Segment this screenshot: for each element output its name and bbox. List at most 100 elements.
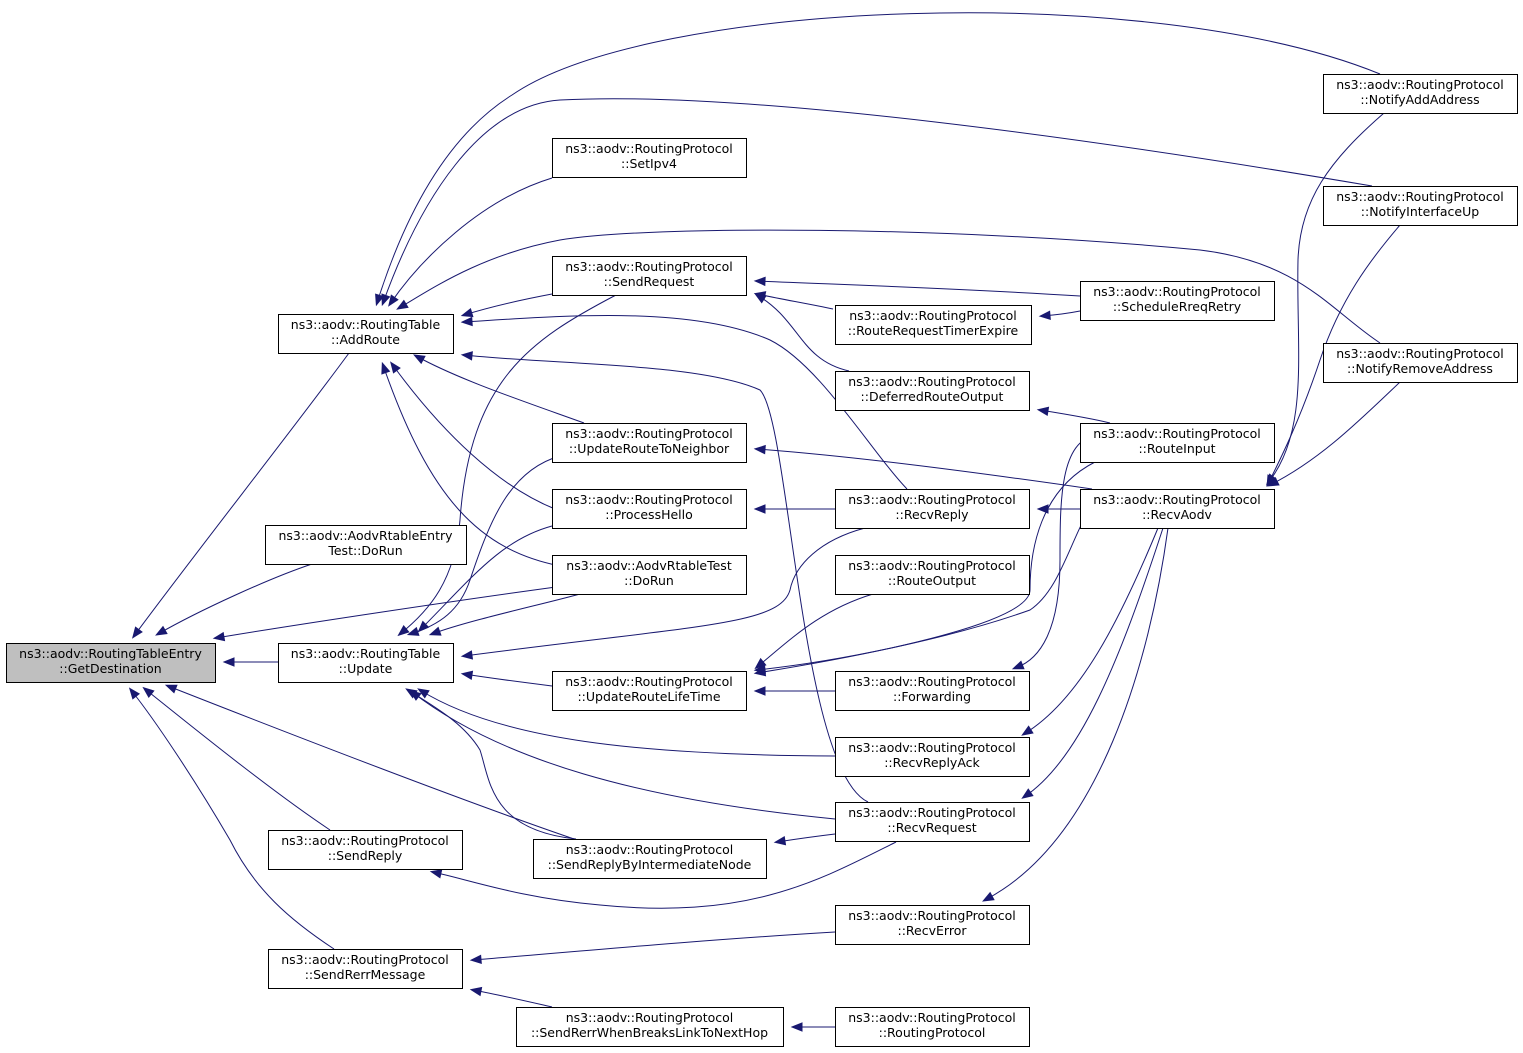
node-label-line: ns3::aodv::RoutingProtocol	[848, 908, 1016, 923]
node-label-line: ::SendRequest	[604, 274, 695, 289]
node-recv-reply-ack[interactable]: ns3::aodv::RoutingProtocol::RecvReplyAck	[835, 737, 1030, 777]
edge-send-reply-intermediate-to-get-destination-arrowhead	[164, 684, 178, 694]
node-update-route-to-neighbor[interactable]: ns3::aodv::RoutingProtocol::UpdateRouteT…	[552, 423, 747, 463]
node-send-reply-intermediate[interactable]: ns3::aodv::RoutingProtocol::SendReplyByI…	[533, 839, 767, 879]
node-box[interactable]	[533, 839, 767, 879]
node-box[interactable]	[1323, 186, 1518, 226]
node-recv-aodv[interactable]: ns3::aodv::RoutingProtocol::RecvAodv	[1080, 489, 1275, 529]
edge-rtable-test-dorun-to-add-route	[382, 364, 561, 567]
edge-notify-remove-address-to-recv-aodv-arrowhead	[1267, 476, 1280, 487]
edge-recv-reply-to-add-route	[463, 315, 908, 490]
node-box[interactable]	[552, 423, 747, 463]
node-box[interactable]	[268, 949, 463, 989]
node-rtable-test-dorun[interactable]: ns3::aodv::AodvRtableTest::DoRun	[552, 555, 747, 595]
node-label-line: ::NotifyAddAddress	[1360, 92, 1479, 107]
node-recv-request[interactable]: ns3::aodv::RoutingProtocol::RecvRequest	[835, 802, 1030, 842]
edge-update-route-to-neighbor-to-update-arrowhead	[406, 626, 420, 636]
node-update-route-lifetime[interactable]: ns3::aodv::RoutingProtocol::UpdateRouteL…	[552, 671, 747, 711]
node-label-line: ::DoRun	[624, 573, 674, 588]
node-box[interactable]	[278, 643, 454, 683]
node-notify-add-address[interactable]: ns3::aodv::RoutingProtocol::NotifyAddAdd…	[1323, 74, 1518, 114]
node-route-request-timer-expire[interactable]: ns3::aodv::RoutingProtocol::RouteRequest…	[835, 305, 1032, 345]
node-box[interactable]	[552, 555, 747, 595]
node-box[interactable]	[1080, 281, 1275, 321]
node-box[interactable]	[1323, 343, 1518, 383]
edge-recv-reply-to-add-route-arrowhead	[460, 316, 473, 327]
node-label-line: ns3::aodv::RoutingProtocol	[281, 952, 449, 967]
node-route-output[interactable]: ns3::aodv::RoutingProtocol::RouteOutput	[835, 555, 1030, 595]
edge-route-output-to-update-route-lifetime-arrowhead	[754, 657, 767, 670]
node-label-line: ::SetIpv4	[621, 156, 677, 171]
node-box[interactable]	[268, 830, 463, 870]
node-box[interactable]	[1080, 423, 1275, 463]
edge-rtable-test-dorun-to-get-destination	[215, 586, 557, 639]
node-box[interactable]	[552, 138, 747, 178]
node-box[interactable]	[835, 802, 1030, 842]
node-box[interactable]	[835, 371, 1030, 411]
edge-recv-aodv-to-recv-error	[984, 527, 1169, 901]
node-schedule-rreq-retry[interactable]: ns3::aodv::RoutingProtocol::ScheduleRreq…	[1080, 281, 1275, 321]
node-process-hello[interactable]: ns3::aodv::RoutingProtocol::ProcessHello	[552, 489, 747, 529]
node-forwarding[interactable]: ns3::aodv::RoutingProtocol::Forwarding	[835, 671, 1030, 711]
node-box[interactable]	[6, 643, 216, 683]
edge-layer	[128, 12, 1401, 1032]
node-label-line: ::NotifyRemoveAddress	[1347, 361, 1493, 376]
edge-notify-interface-up-to-recv-aodv	[1267, 224, 1401, 485]
node-box[interactable]	[1080, 489, 1275, 529]
edge-entry-test-dorun-to-get-destination-arrowhead	[155, 625, 168, 636]
node-box[interactable]	[835, 489, 1030, 529]
node-box[interactable]	[1323, 74, 1518, 114]
node-label-line: ::UpdateRouteLifeTime	[577, 689, 720, 704]
node-send-request[interactable]: ns3::aodv::RoutingProtocol::SendRequest	[552, 256, 747, 296]
edge-recv-request-to-send-reply-intermediate	[776, 833, 836, 843]
node-notify-interface-up[interactable]: ns3::aodv::RoutingProtocol::NotifyInterf…	[1323, 186, 1518, 226]
edge-send-request-to-update	[399, 294, 617, 635]
node-box[interactable]	[265, 525, 467, 565]
node-box[interactable]	[552, 489, 747, 529]
node-box[interactable]	[278, 314, 454, 354]
edge-update-to-get-destination-arrowhead	[222, 657, 235, 667]
node-box[interactable]	[835, 737, 1030, 777]
node-label-line: ::Forwarding	[893, 689, 971, 704]
edge-route-input-to-forwarding	[1014, 434, 1098, 669]
edge-recv-error-to-send-rerr-message-arrowhead	[469, 954, 482, 965]
node-label-line: ::GetDestination	[59, 661, 161, 676]
node-recv-error[interactable]: ns3::aodv::RoutingProtocol::RecvError	[835, 905, 1030, 945]
node-notify-remove-address[interactable]: ns3::aodv::RoutingProtocol::NotifyRemove…	[1323, 343, 1518, 383]
node-send-reply[interactable]: ns3::aodv::RoutingProtocol::SendReply	[268, 830, 463, 870]
node-box[interactable]	[516, 1007, 784, 1047]
node-box[interactable]	[835, 671, 1030, 711]
node-label-line: ns3::aodv::RoutingProtocol	[848, 805, 1016, 820]
node-send-rerr-breaks[interactable]: ns3::aodv::RoutingProtocol::SendRerrWhen…	[516, 1007, 784, 1047]
node-box[interactable]	[552, 256, 747, 296]
edge-route-output-to-update-route-lifetime	[756, 593, 874, 668]
node-label-line: ns3::aodv::AodvRtableTest	[566, 558, 732, 573]
node-routing-protocol[interactable]: ns3::aodv::RoutingProtocol::RoutingProto…	[835, 1007, 1030, 1047]
edge-rtable-test-dorun-to-add-route-arrowhead	[381, 361, 391, 375]
node-route-input[interactable]: ns3::aodv::RoutingProtocol::RouteInput	[1080, 423, 1275, 463]
edge-recv-reply-ack-to-update-arrowhead	[417, 688, 430, 699]
node-box[interactable]	[835, 305, 1032, 345]
node-get-destination[interactable]: ns3::aodv::RoutingTableEntry::GetDestina…	[6, 643, 216, 683]
node-box[interactable]	[835, 905, 1030, 945]
node-box[interactable]	[835, 1007, 1030, 1047]
node-label-line: ns3::aodv::AodvRtableEntry	[278, 528, 453, 543]
node-label-line: ::RoutingProtocol	[879, 1025, 986, 1040]
node-box[interactable]	[552, 671, 747, 711]
node-set-ipv4[interactable]: ns3::aodv::RoutingProtocol::SetIpv4	[552, 138, 747, 178]
node-add-route[interactable]: ns3::aodv::RoutingTable::AddRoute	[278, 314, 454, 354]
node-recv-reply[interactable]: ns3::aodv::RoutingProtocol::RecvReply	[835, 489, 1030, 529]
node-update[interactable]: ns3::aodv::RoutingTable::Update	[278, 643, 454, 683]
edge-update-route-lifetime-to-update	[463, 673, 553, 687]
node-box[interactable]	[835, 555, 1030, 595]
node-send-rerr-message[interactable]: ns3::aodv::RoutingProtocol::SendRerrMess…	[268, 949, 463, 989]
edge-route-request-timer-expire-to-send-request	[756, 293, 834, 310]
edge-process-hello-to-add-route	[391, 363, 564, 513]
node-label-line: ns3::aodv::RoutingProtocol	[1093, 284, 1261, 299]
node-label-line: ::NotifyInterfaceUp	[1361, 204, 1479, 219]
edge-recv-request-to-send-reply	[432, 841, 897, 909]
node-label-line: Test::DoRun	[327, 543, 402, 558]
node-label-line: ns3::aodv::RoutingProtocol	[565, 492, 733, 507]
node-deferred-route-output[interactable]: ns3::aodv::RoutingProtocol::DeferredRout…	[835, 371, 1030, 411]
